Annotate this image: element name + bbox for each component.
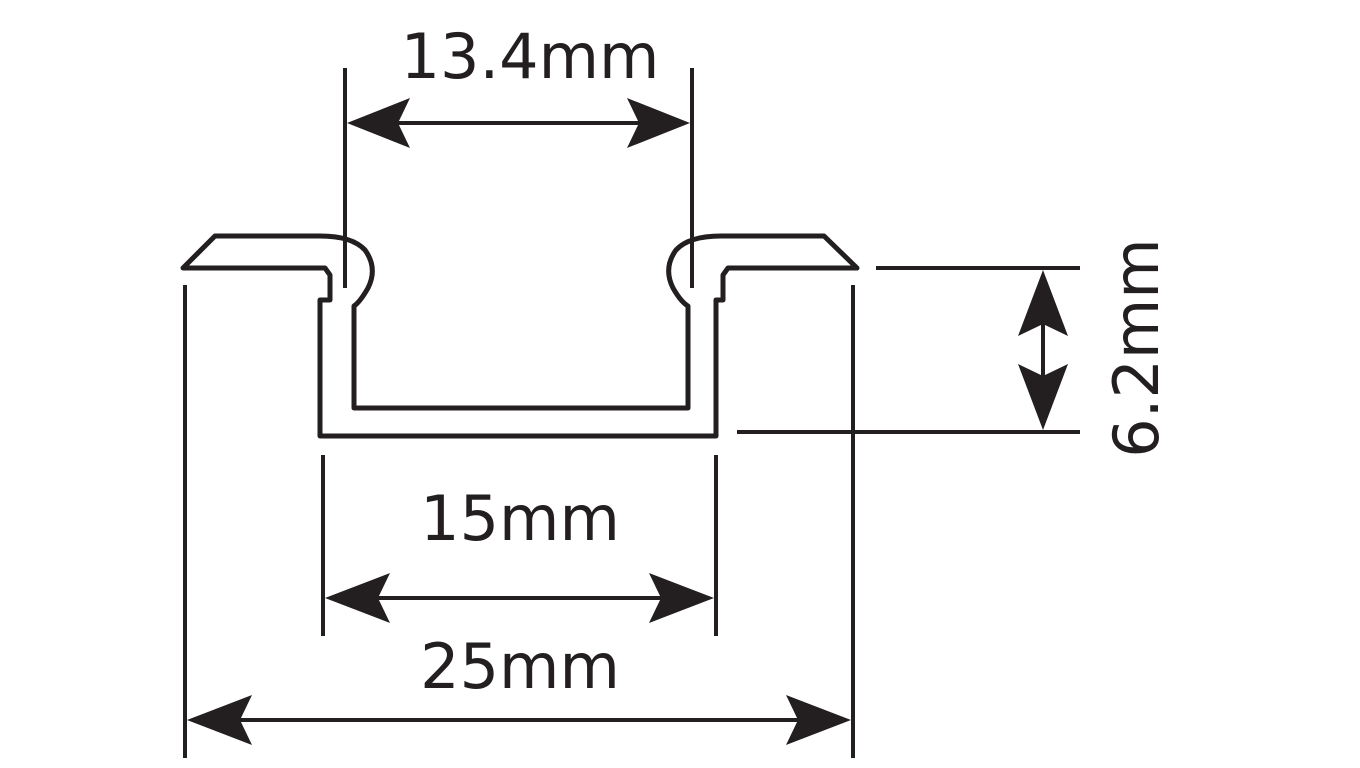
label-height: 6.2mm: [1100, 238, 1173, 457]
arrow-right-icon: [649, 573, 714, 623]
arrow-right-icon: [786, 695, 851, 745]
arrow-down-icon: [1018, 364, 1068, 430]
label-total-width: 25mm: [420, 630, 620, 703]
arrow-left-icon: [347, 98, 410, 148]
arrow-right-icon: [627, 98, 690, 148]
channel-profile: [180, 233, 860, 439]
arrow-left-icon: [325, 573, 390, 623]
arrow-left-icon: [187, 695, 252, 745]
label-base-width: 15mm: [420, 482, 620, 555]
arrow-up-icon: [1018, 270, 1068, 336]
label-inner-width: 13.4mm: [401, 20, 660, 93]
